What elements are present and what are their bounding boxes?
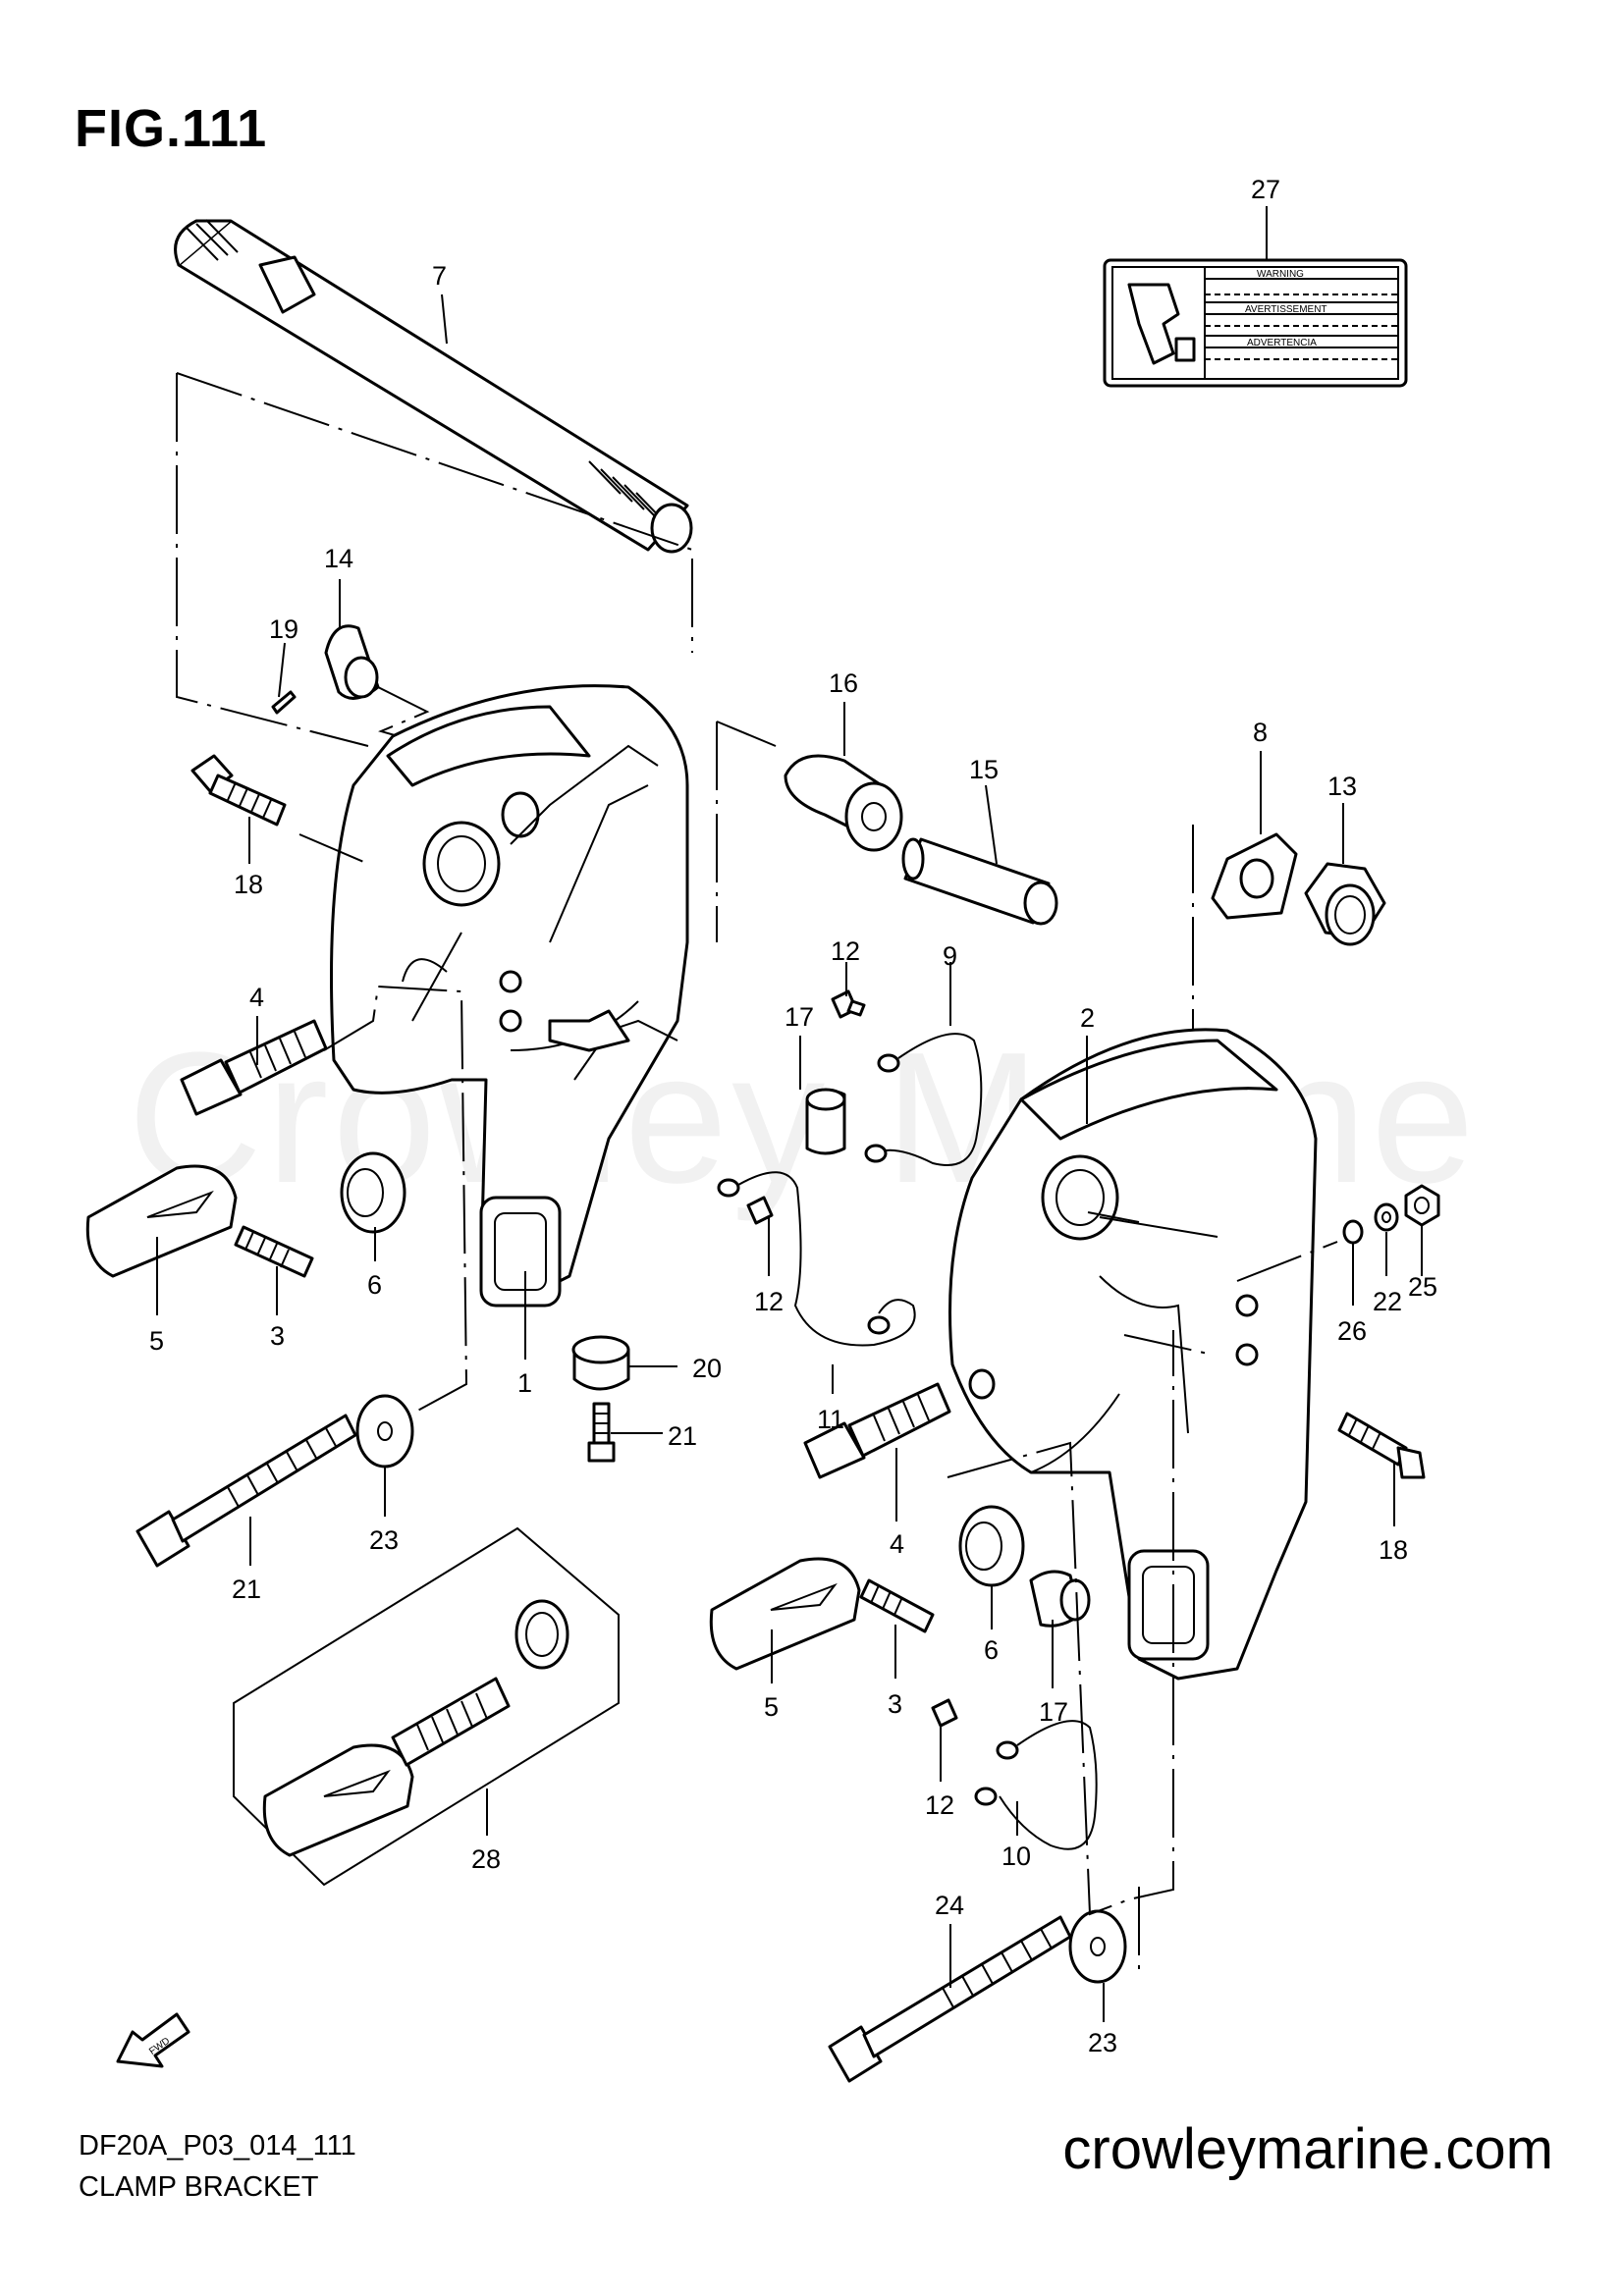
callout-21-short: 21 xyxy=(668,1421,697,1451)
pad-part-6-right xyxy=(958,1505,1025,1587)
callout-15: 15 xyxy=(969,755,999,784)
figure-number: FIG.111 xyxy=(75,99,268,158)
callout-1: 1 xyxy=(517,1368,532,1398)
callout-27: 27 xyxy=(1251,175,1280,204)
callout-4-right: 4 xyxy=(890,1529,904,1559)
bolt-part-21-short xyxy=(587,1402,616,1463)
assembly-line xyxy=(176,372,693,653)
bolt-part-18-left xyxy=(190,754,287,827)
callout-12-b: 12 xyxy=(754,1287,784,1316)
washer-part-22 xyxy=(1374,1202,1399,1232)
clamp-bracket-part-1 xyxy=(330,684,689,1308)
callout-5-left: 5 xyxy=(149,1326,164,1356)
washer-part-23-right xyxy=(1068,1909,1127,1984)
assembly-line xyxy=(176,373,369,747)
nut-part-13 xyxy=(1304,862,1386,946)
callout-4-left: 4 xyxy=(249,983,264,1012)
handle-assembly-part-28 xyxy=(262,1599,569,1857)
assembly-line xyxy=(323,985,468,1415)
label-text-advertencia: ADVERTENCIA xyxy=(1247,338,1317,348)
screw-part-12-b xyxy=(746,1196,774,1225)
bushing-part-16 xyxy=(784,754,903,852)
figure-code: DF20A_P03_014_111 xyxy=(79,2130,356,2162)
clamp-bracket-part-2 xyxy=(948,1028,1318,1681)
assembly-line xyxy=(377,686,487,748)
callout-3-left: 3 xyxy=(270,1321,285,1351)
label-text-warning: WARNING xyxy=(1257,269,1304,280)
callout-18-right: 18 xyxy=(1379,1535,1408,1565)
callout-17-upper: 17 xyxy=(785,1002,814,1032)
screw-part-12-a xyxy=(831,989,866,1019)
callout-13: 13 xyxy=(1327,772,1357,801)
washer-part-26 xyxy=(1342,1219,1364,1245)
screw-part-4-left xyxy=(180,1019,328,1116)
pin-part-19 xyxy=(271,690,297,715)
callout-18-left: 18 xyxy=(234,870,263,899)
callout-6-right: 6 xyxy=(984,1635,999,1665)
callout-2: 2 xyxy=(1080,1003,1095,1033)
assembly-line xyxy=(1123,1334,1214,1356)
callout-24: 24 xyxy=(935,1891,964,1920)
website-url[interactable]: crowleymarine.com xyxy=(1062,2117,1553,2181)
leader-lines xyxy=(156,206,1423,2022)
ground-wire-part-9 xyxy=(864,1033,983,1166)
callout-25: 25 xyxy=(1408,1272,1437,1302)
callout-7: 7 xyxy=(432,261,447,291)
assembly-line xyxy=(1087,1211,1140,1223)
stopper-part-17-lower xyxy=(1029,1570,1091,1628)
plate-part-8 xyxy=(1211,832,1298,920)
callout-8: 8 xyxy=(1253,718,1268,747)
callout-5-right: 5 xyxy=(764,1692,779,1722)
warning-label-part-27: WARNING AVERTISSEMENT ADVERTENCIA xyxy=(1103,258,1408,388)
callout-3-right: 3 xyxy=(888,1689,902,1719)
washer-part-23-left xyxy=(355,1394,414,1468)
callout-12-a: 12 xyxy=(831,936,860,966)
spring-part-3-right xyxy=(859,1578,935,1633)
assembly-line xyxy=(716,721,777,747)
callout-26: 26 xyxy=(1337,1316,1367,1346)
label-text-avertissement: AVERTISSEMENT xyxy=(1245,304,1327,315)
callout-17-lower: 17 xyxy=(1039,1697,1068,1727)
assembly-line xyxy=(298,833,369,865)
bushing-part-14 xyxy=(324,624,380,700)
spring-part-3-left xyxy=(234,1225,314,1278)
pin-part-15 xyxy=(901,837,1058,926)
assembly-line xyxy=(1236,1241,1338,1282)
callout-20: 20 xyxy=(692,1354,722,1383)
bolt-part-24 xyxy=(828,1915,1072,2083)
callout-6-left: 6 xyxy=(367,1270,382,1300)
callout-28: 28 xyxy=(471,1844,501,1874)
callout-10: 10 xyxy=(1001,1842,1031,1871)
callout-14: 14 xyxy=(324,544,353,573)
callout-21-long: 21 xyxy=(232,1575,261,1604)
ground-wire-part-11 xyxy=(717,1171,916,1347)
callout-12-c: 12 xyxy=(925,1790,954,1820)
callout-19: 19 xyxy=(269,614,298,644)
figure-name: CLAMP BRACKET xyxy=(79,2171,319,2203)
screw-part-4-right xyxy=(803,1382,951,1479)
pad-part-6-left xyxy=(340,1151,406,1234)
damper-part-20 xyxy=(571,1335,630,1391)
assembly-line xyxy=(947,1330,1174,1916)
nut-part-25 xyxy=(1404,1184,1440,1227)
callout-16: 16 xyxy=(829,668,858,698)
bolt-part-21-long xyxy=(135,1414,357,1568)
bolt-part-18-right xyxy=(1337,1412,1426,1479)
callout-9: 9 xyxy=(943,941,957,971)
handle-part-5-right xyxy=(709,1557,861,1671)
callout-23-right: 23 xyxy=(1088,2028,1117,2057)
ground-wire-part-10 xyxy=(974,1720,1098,1850)
callout-labels: 7 27 14 19 16 15 8 13 18 4 12 9 17 2 5 3… xyxy=(149,175,1437,2057)
stopper-part-17-upper xyxy=(805,1088,846,1155)
callout-11: 11 xyxy=(817,1405,844,1434)
screw-part-12-c xyxy=(931,1698,958,1728)
handle-part-5-left xyxy=(85,1164,238,1278)
callout-23-left: 23 xyxy=(369,1525,399,1555)
kit-box-outline xyxy=(233,1526,620,1887)
forward-direction-arrow: FWD xyxy=(116,2012,190,2068)
callout-22: 22 xyxy=(1373,1287,1402,1316)
